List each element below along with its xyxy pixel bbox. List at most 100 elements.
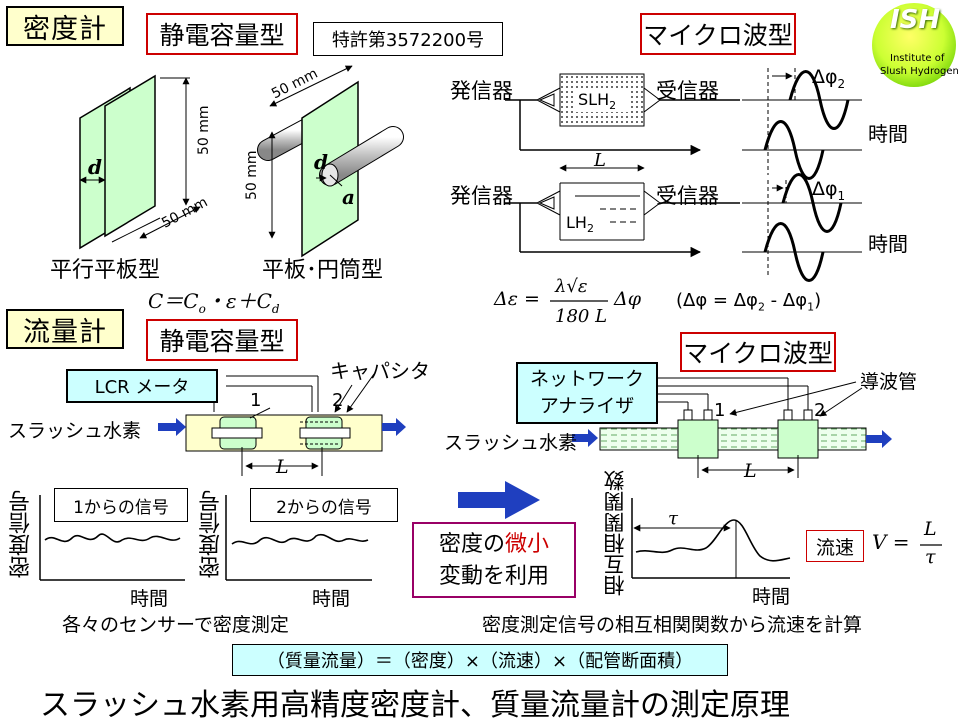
patent-number-box: 特許第3572200号 [313, 22, 503, 56]
phase-diff-close: ) [814, 290, 822, 311]
capacitive-flow-diagram [158, 373, 406, 476]
formula-sub-o: o [198, 302, 206, 316]
phase-shift-1-label: Δφ1 [812, 178, 845, 203]
phase-shift-2-text: Δφ [812, 66, 838, 88]
network-analyzer-line2: アナライザ [539, 395, 635, 417]
lh2-text: LH [566, 213, 587, 232]
lh2-sub: 2 [586, 222, 594, 236]
density-eq-rhs: Δφ [614, 288, 642, 310]
page-title: スラッシュ水素用高精度密度計、質量流量計の測定原理 [40, 688, 790, 723]
velocity-eq-numerator: L [924, 518, 937, 540]
micro-variation-line1: 密度の微小 [414, 529, 574, 561]
density-eq-denominator: 180 L [555, 306, 608, 327]
formula-part2: ・ε＋C [205, 289, 272, 313]
time-xlabel-corr: 時間 [752, 586, 791, 608]
phase-shift-2-sub: 2 [837, 76, 846, 91]
capacitor-label: キャパシタ [330, 359, 430, 383]
transmitter-label-1: 発信器 [450, 79, 513, 103]
microwave-density-row-lh2 [505, 164, 740, 258]
formula-part1: C＝C [148, 289, 199, 313]
ish-logo: ISH Institute of Slush Hydrogen [872, 3, 959, 87]
microwave-type-header: マイクロ波型 [640, 13, 796, 55]
length-L-label-cap: L [276, 456, 289, 478]
density-eq-numerator: λ√ε [555, 276, 588, 297]
phase-shift-1-sub: 1 [837, 188, 846, 203]
receiver-label-1: 受信器 [656, 79, 719, 103]
ish-logo-line1: Institute of [890, 53, 945, 64]
capacitance-formula: C＝Co・ε＋Cd [148, 285, 280, 316]
density-eq-lhs: Δε = [494, 288, 540, 310]
length-L-label-density: L [594, 150, 606, 171]
phase-shift-2-label: Δφ2 [812, 66, 845, 91]
network-analyzer-box: ネットワーク アナライザ [516, 362, 658, 424]
ish-logo-line2: Slush Hydrogen [880, 66, 959, 77]
signal-2-label: 2からの信号 [276, 497, 372, 518]
mw-sensor-1-label: 1 [714, 400, 726, 421]
slh2-sub: 2 [609, 99, 617, 113]
microwave-type-header-text: マイクロ波型 [643, 21, 793, 50]
phase-diff-part1: (Δφ = Δφ [676, 290, 758, 311]
flow-capacitive-header: 静電容量型 [146, 319, 298, 361]
density-meter-header: 密度計 [6, 6, 124, 46]
capacitive-caption: 各々のセンサーで密度測定 [62, 614, 289, 636]
mw-sensor-2-label: 2 [814, 400, 826, 421]
gap-d-label-cyl: d [314, 150, 328, 174]
flow-speed-box: 流速 [806, 530, 864, 562]
lh2-label: LH2 [566, 213, 594, 235]
phase-diff-sub1: 1 [807, 300, 815, 314]
flow-capacitive-header-text: 静電容量型 [159, 327, 285, 356]
parallel-plate-label: 平行平板型 [50, 258, 161, 283]
sensor-2-label: 2 [332, 390, 344, 411]
mass-flow-equation: （質量流量）＝（密度）×（流速）×（配管断面積） [232, 644, 728, 676]
length-L-label-mw: L [744, 460, 757, 482]
slh2-text: SLH [578, 90, 610, 109]
receiver-label-2: 受信器 [656, 184, 719, 208]
patent-number-text: 特許第3572200号 [331, 30, 485, 51]
dim-50mm-height-cyl: 50 mm [244, 150, 260, 200]
time-xlabel-2: 時間 [312, 588, 351, 610]
microwave-density-row-slh2 [505, 73, 740, 156]
time-xlabel-1: 時間 [130, 588, 169, 610]
plate-cylinder-capacitor [257, 65, 404, 258]
mass-flow-equation-text: （質量流量）＝（密度）×（流速）×（配管断面積） [266, 651, 694, 672]
phase-diff-part2: - Δφ [764, 290, 808, 311]
transmitter-label-2: 発信器 [450, 184, 513, 208]
flow-meter-header: 流量計 [6, 309, 124, 349]
signal-1-box: 1からの信号 [54, 488, 188, 522]
flow-microwave-header-text: マイクロ波型 [683, 339, 833, 368]
flow-microwave-header: マイクロ波型 [680, 332, 836, 372]
process-arrow [458, 481, 540, 519]
tau-label: τ [668, 508, 678, 529]
time-label-wave2: 時間 [868, 232, 908, 256]
flow-meter-header-text: 流量計 [23, 316, 107, 348]
capacitive-type-header: 静電容量型 [146, 13, 298, 55]
phase-diff-sub2: 2 [757, 300, 765, 314]
signal-2-box: 2からの信号 [250, 488, 398, 522]
micro-variation-accent: 微小 [505, 532, 550, 557]
network-analyzer-line1: ネットワーク [529, 368, 644, 390]
plate-cylinder-label: 平板･円筒型 [262, 258, 384, 283]
gap-d-label-parallel: d [88, 155, 102, 179]
phase-waveforms [742, 68, 862, 282]
slh2-label: SLH2 [578, 90, 616, 112]
density-signal-ylabel-2: 密度信号 [199, 490, 224, 578]
density-signal-plots [39, 495, 372, 581]
microwave-caption: 密度測定信号の相互相関関数から流速を計算 [482, 614, 863, 636]
ish-logo-name: ISH [890, 5, 941, 35]
microwave-flow-diagram [572, 377, 892, 478]
radius-a-label: a [342, 185, 355, 209]
velocity-eq-denominator: τ [925, 546, 936, 568]
signal-1-label: 1からの信号 [73, 497, 169, 518]
cross-correlation-plot [631, 498, 791, 579]
micro-variation-line1a: 密度の [438, 532, 505, 557]
micro-variation-box: 密度の微小 変動を利用 [412, 522, 576, 598]
sensor-1-label: 1 [250, 390, 262, 411]
dim-50mm-height-parallel: 50 mm [196, 105, 212, 155]
lcr-meter-label: LCR メータ [94, 377, 190, 398]
density-meter-header-text: 密度計 [23, 13, 107, 45]
phase-difference-eq: (Δφ = Δφ2 - Δφ1) [676, 290, 821, 314]
time-label-wave1: 時間 [868, 122, 908, 146]
formula-sub-d: d [271, 302, 280, 316]
waveguide-label: 導波管 [860, 371, 918, 393]
